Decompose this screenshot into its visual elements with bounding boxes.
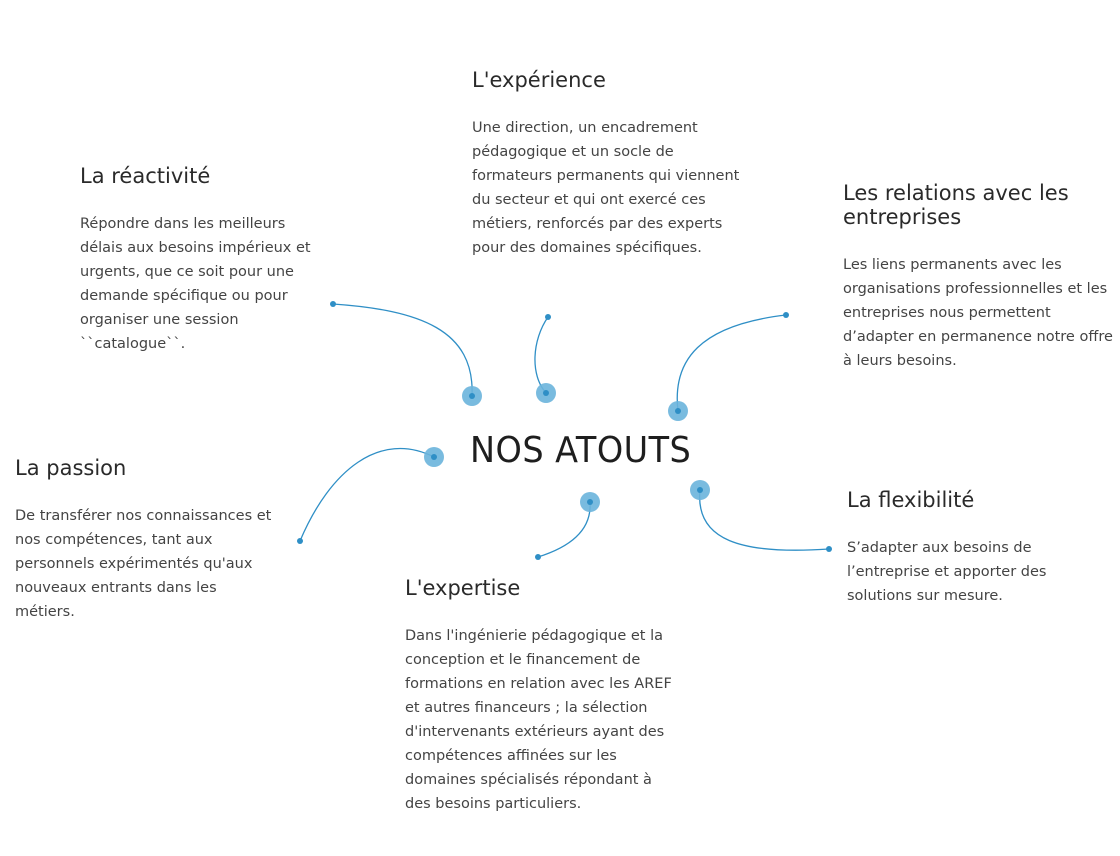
- connector-reactivite-node-center: [469, 393, 475, 399]
- connector-passion-node-center: [431, 454, 437, 460]
- connector-relations-node: [668, 401, 688, 421]
- connector-passion-end-dot: [297, 538, 303, 544]
- atout-reactivite-title: La réactivité: [80, 164, 211, 188]
- connector-passion-node: [424, 447, 444, 467]
- atout-experience-title: L'expérience: [472, 68, 606, 92]
- connector-relations: [676, 314, 787, 412]
- connector-experience: [534, 316, 549, 394]
- connector-experience-node-center: [543, 390, 549, 396]
- connector-flexibilite-node: [690, 480, 710, 500]
- atout-experience: L'expérience Une direction, un encadreme…: [472, 68, 742, 260]
- atout-reactivite-text: Répondre dans les meilleurs délais aux b…: [80, 216, 311, 352]
- atout-passion-title: La passion: [15, 456, 127, 480]
- atout-flexibilite: La flexibilité S’adapter aux besoins de …: [847, 488, 1092, 608]
- connector-expertise-node-center: [587, 499, 593, 505]
- connector-flexibilite-node-center: [697, 487, 703, 493]
- connector-relations-node-center: [675, 408, 681, 414]
- atout-reactivite: La réactivité Répondre dans les meilleur…: [80, 164, 330, 356]
- connector-relations-end-dot: [783, 312, 789, 318]
- connector-flexibilite: [699, 489, 830, 551]
- atout-relations: Les relations avec les entreprises Les l…: [843, 181, 1113, 373]
- atout-expertise: L'expertise Dans l'ingénierie pédagogiqu…: [405, 576, 675, 816]
- atout-relations-title: Les relations avec les entreprises: [843, 181, 1069, 229]
- connector-expertise-node: [580, 492, 600, 512]
- atout-expertise-text: Dans l'ingénierie pédagogique et la conc…: [405, 628, 672, 812]
- connector-reactivite: [332, 303, 473, 397]
- connector-flexibilite-end-dot: [826, 546, 832, 552]
- atout-passion-text: De transférer nos connaissances et nos c…: [15, 508, 272, 620]
- connector-reactivite-node: [462, 386, 482, 406]
- connector-experience-end-dot: [545, 314, 551, 320]
- connector-experience-node: [536, 383, 556, 403]
- connector-expertise: [537, 501, 591, 558]
- connector-passion: [299, 447, 435, 542]
- atout-experience-text: Une direction, un encadrement pédagogiqu…: [472, 120, 740, 256]
- atout-flexibilite-title: La flexibilité: [847, 488, 975, 512]
- atout-relations-text: Les liens permanents avec les organisati…: [843, 257, 1113, 369]
- section-title: NOS ATOUTS: [470, 430, 692, 471]
- atout-flexibilite-text: S’adapter aux besoins de l’entreprise et…: [847, 540, 1047, 604]
- connector-reactivite-end-dot: [330, 301, 336, 307]
- connector-expertise-end-dot: [535, 554, 541, 560]
- atout-expertise-title: L'expertise: [405, 576, 521, 600]
- atout-passion: La passion De transférer nos connaissanc…: [15, 456, 277, 624]
